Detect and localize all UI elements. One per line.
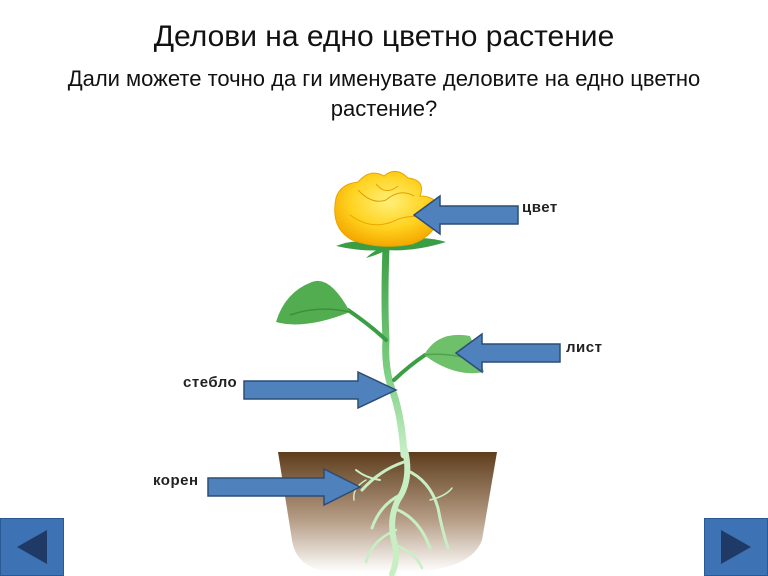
flower bbox=[334, 171, 443, 247]
slide-subtitle: Дали можете точно да ги именувате делови… bbox=[67, 66, 701, 121]
slide-title: Делови на едно цветно растение bbox=[153, 20, 615, 53]
stem bbox=[346, 244, 427, 459]
next-slide-button[interactable] bbox=[704, 518, 768, 576]
label-leaf: лист bbox=[566, 339, 603, 356]
arrow-to-stem bbox=[243, 370, 398, 410]
previous-slide-button[interactable] bbox=[0, 518, 64, 576]
arrow-to-leaf bbox=[454, 332, 561, 374]
right-triangle-icon bbox=[721, 530, 751, 564]
label-stem: стебло bbox=[183, 374, 238, 391]
arrow-to-flower bbox=[412, 194, 519, 236]
roots bbox=[353, 447, 453, 576]
label-root: корен bbox=[153, 472, 199, 489]
arrow-to-root bbox=[207, 467, 362, 507]
left-leaf bbox=[276, 280, 351, 325]
left-triangle-icon bbox=[17, 530, 47, 564]
label-flower: цвет bbox=[522, 199, 558, 216]
